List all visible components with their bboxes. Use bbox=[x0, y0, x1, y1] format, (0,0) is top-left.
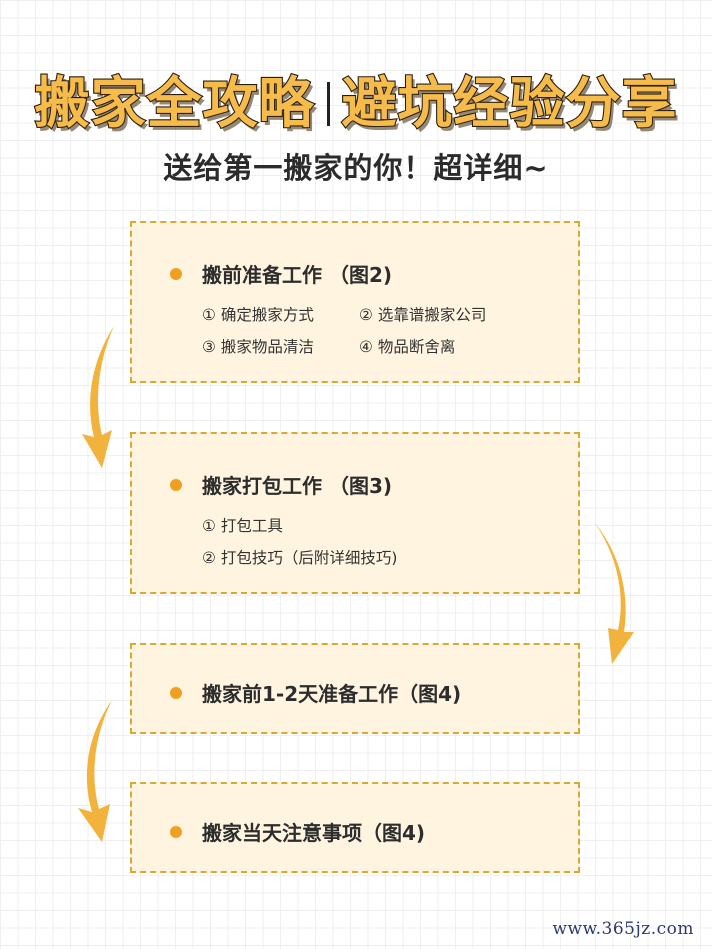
title-left: 搬家全攻略 bbox=[33, 70, 315, 136]
step-heading: 搬家打包工作 （图3) bbox=[170, 470, 392, 499]
sub-item: ① 确定搬家方式 bbox=[202, 306, 314, 324]
step-heading: 搬前准备工作 （图2) bbox=[170, 259, 392, 288]
step-subitems: ① 打包工具 ② 打包技巧（后附详细技巧) bbox=[202, 514, 397, 568]
step-heading: 搬家前1-2天准备工作（图4) bbox=[170, 678, 461, 707]
watermark: www.365jz.com bbox=[552, 919, 694, 939]
sub-item: ① 打包工具 bbox=[202, 517, 283, 535]
title-right: 避坑经验分享 bbox=[340, 70, 678, 136]
sub-item: ③ 搬家物品清洁 bbox=[202, 338, 314, 356]
bullet-dot-icon bbox=[170, 825, 182, 838]
step-subitems: ① 确定搬家方式 ② 选靠谱搬家公司 ③ 搬家物品清洁 ④ 物品断舍离 bbox=[202, 303, 486, 357]
step-card-packing: 搬家打包工作 （图3) ① 打包工具 ② 打包技巧（后附详细技巧) bbox=[130, 432, 580, 594]
step-heading-text: 搬家打包工作 （图3) bbox=[202, 474, 393, 498]
subtitle: 送给第一搬家的你！超详细~ bbox=[163, 151, 549, 185]
step-heading-text: 搬前准备工作 （图2) bbox=[202, 263, 393, 287]
curved-arrow-down-icon bbox=[82, 326, 114, 468]
page-title: 搬家全攻略避坑经验分享 bbox=[0, 58, 712, 138]
step-card-prep: 搬前准备工作 （图2) ① 确定搬家方式 ② 选靠谱搬家公司 ③ 搬家物品清洁 … bbox=[130, 221, 580, 383]
title-divider bbox=[326, 82, 330, 126]
step-heading: 搬家当天注意事项（图4) bbox=[170, 817, 425, 846]
step-card-before-move: 搬家前1-2天准备工作（图4) bbox=[130, 643, 580, 734]
curved-arrow-down-icon bbox=[594, 522, 634, 664]
sub-item: ② 打包技巧（后附详细技巧) bbox=[202, 549, 398, 567]
bullet-dot-icon bbox=[170, 686, 182, 699]
curved-arrow-down-icon bbox=[78, 700, 112, 842]
step-heading-text: 搬家当天注意事项（图4) bbox=[202, 821, 426, 845]
step-heading-text: 搬家前1-2天准备工作（图4) bbox=[202, 682, 462, 706]
sub-item: ④ 物品断舍离 bbox=[359, 338, 456, 356]
bullet-dot-icon bbox=[170, 478, 182, 491]
step-card-moving-day: 搬家当天注意事项（图4) bbox=[130, 782, 580, 873]
sub-item: ② 选靠谱搬家公司 bbox=[359, 306, 487, 324]
bullet-dot-icon bbox=[170, 267, 182, 280]
